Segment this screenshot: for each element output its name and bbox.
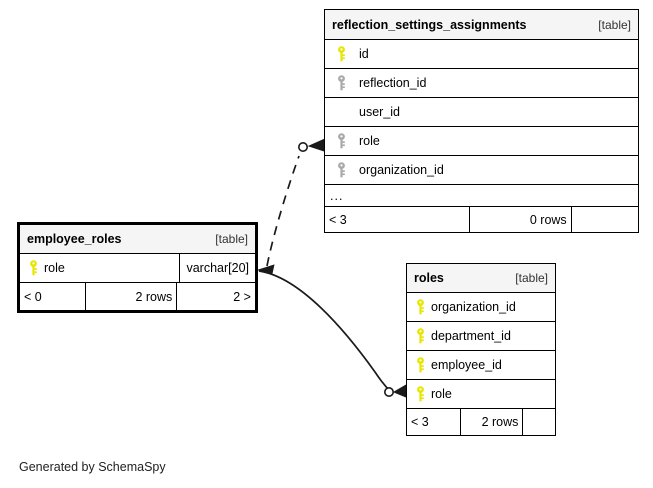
primary-key-icon bbox=[413, 386, 427, 402]
relationship-optional-marker bbox=[383, 386, 394, 397]
primary-key-icon bbox=[413, 328, 427, 344]
foreign-key-icon bbox=[331, 75, 351, 91]
ellipsis-label: ... bbox=[330, 188, 344, 203]
column-name: reflection_id bbox=[359, 76, 427, 90]
relationship-arrowhead-target bbox=[307, 138, 326, 152]
table-column-row[interactable]: id bbox=[325, 40, 638, 69]
table-header[interactable]: roles [table] bbox=[407, 264, 555, 293]
table-type-tag: [table] bbox=[515, 271, 548, 285]
column-name: organization_id bbox=[431, 300, 516, 314]
footer-children-count[interactable] bbox=[570, 207, 638, 232]
table-column-row[interactable]: role varchar[20] bbox=[20, 254, 255, 283]
footer-parents-count[interactable]: < 0 bbox=[24, 289, 42, 304]
primary-key-icon bbox=[26, 260, 40, 276]
table-type-tag: [table] bbox=[598, 17, 631, 32]
table-name: employee_roles bbox=[27, 232, 122, 246]
no-key-placeholder bbox=[331, 104, 351, 120]
column-name: role bbox=[44, 261, 65, 275]
table-column-row[interactable]: employee_id bbox=[407, 351, 555, 380]
column-data-type: varchar[20] bbox=[179, 254, 255, 282]
relationship-arrowhead-source bbox=[256, 264, 275, 275]
footer-children-count[interactable]: 2 > bbox=[176, 283, 255, 310]
table-header[interactable]: employee_roles [table] bbox=[20, 225, 255, 254]
column-name: user_id bbox=[359, 105, 400, 119]
foreign-key-icon bbox=[331, 162, 351, 178]
relationship-edge-dashed-path bbox=[266, 155, 300, 267]
table-type-tag: [table] bbox=[215, 232, 248, 246]
table-header[interactable]: reflection_settings_assignments [table] bbox=[325, 10, 638, 40]
table-column-row[interactable]: role bbox=[325, 127, 638, 156]
footer-row-count: 2 rows bbox=[460, 409, 522, 435]
table-footer: < 3 2 rows bbox=[407, 409, 555, 435]
schemaspy-credit: Generated by SchemaSpy bbox=[19, 460, 166, 474]
table-node-employee-roles[interactable]: employee_roles [table] role varchar[20] bbox=[17, 222, 258, 313]
relationship-edge-employee_roles-reflection_settings_assignments[interactable] bbox=[256, 138, 326, 275]
primary-key-icon bbox=[413, 299, 427, 315]
relationship-arrowhead-target bbox=[392, 384, 407, 398]
relationship-edge-employee_roles-roles[interactable] bbox=[258, 270, 407, 398]
table-name: reflection_settings_assignments bbox=[332, 17, 527, 32]
footer-children-count[interactable] bbox=[522, 409, 555, 435]
table-node-reflection-settings-assignments[interactable]: reflection_settings_assignments [table] … bbox=[324, 9, 639, 233]
table-column-row[interactable]: reflection_id bbox=[325, 69, 638, 98]
table-name: roles bbox=[414, 271, 444, 285]
table-column-row[interactable]: department_id bbox=[407, 322, 555, 351]
footer-parents-count[interactable]: < 3 bbox=[411, 415, 429, 429]
column-name: role bbox=[431, 387, 452, 401]
table-column-row[interactable]: user_id bbox=[325, 98, 638, 127]
table-footer: < 0 2 rows 2 > bbox=[20, 283, 255, 310]
table-more-columns-row[interactable]: ... bbox=[325, 185, 638, 207]
footer-row-count: 0 rows bbox=[468, 207, 571, 232]
table-column-row[interactable]: organization_id bbox=[407, 293, 555, 322]
table-column-row[interactable]: role bbox=[407, 380, 555, 409]
table-node-roles[interactable]: roles [table] organization_id bbox=[406, 263, 556, 436]
table-column-row[interactable]: organization_id bbox=[325, 156, 638, 185]
column-name: organization_id bbox=[359, 163, 444, 177]
footer-row-count: 2 rows bbox=[84, 283, 177, 310]
foreign-key-icon bbox=[331, 133, 351, 149]
column-name: department_id bbox=[431, 329, 511, 343]
relationship-edge-solid-path bbox=[258, 270, 391, 392]
footer-parents-count[interactable]: < 3 bbox=[329, 212, 347, 227]
relationship-optional-marker bbox=[297, 142, 308, 153]
column-name: employee_id bbox=[431, 358, 502, 372]
column-name: role bbox=[359, 134, 380, 148]
table-footer: < 3 0 rows bbox=[325, 207, 638, 232]
column-name: id bbox=[359, 47, 369, 61]
primary-key-icon bbox=[331, 46, 351, 62]
primary-key-icon bbox=[413, 357, 427, 373]
